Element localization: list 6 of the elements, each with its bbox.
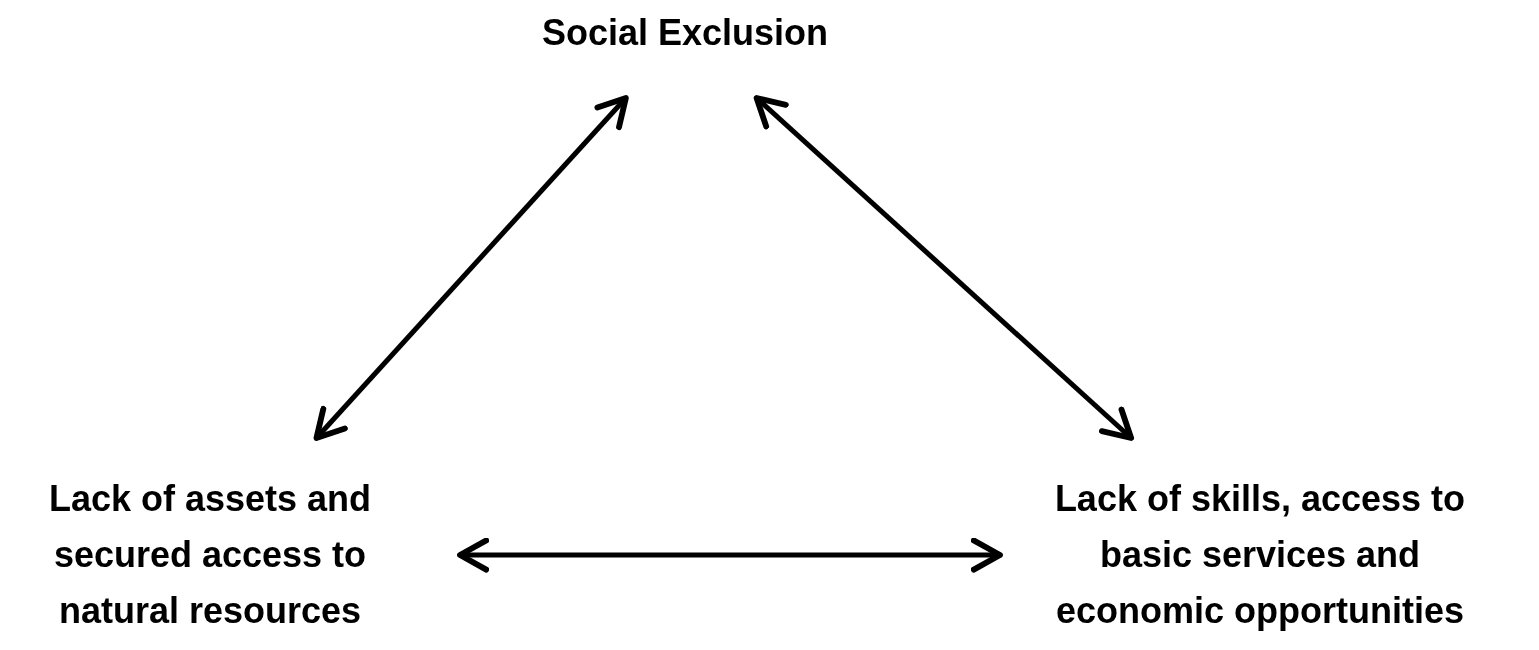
- double-arrow: [753, 95, 1135, 441]
- double-arrow: [457, 537, 1003, 573]
- double-arrow: [313, 95, 629, 441]
- node-label: Lack of skills, access to basic services and economic opportunities: [1053, 477, 1467, 633]
- node-label: Social Exclusion: [541, 11, 829, 55]
- node-label: Lack of assets and secured access to natural resources: [47, 477, 373, 633]
